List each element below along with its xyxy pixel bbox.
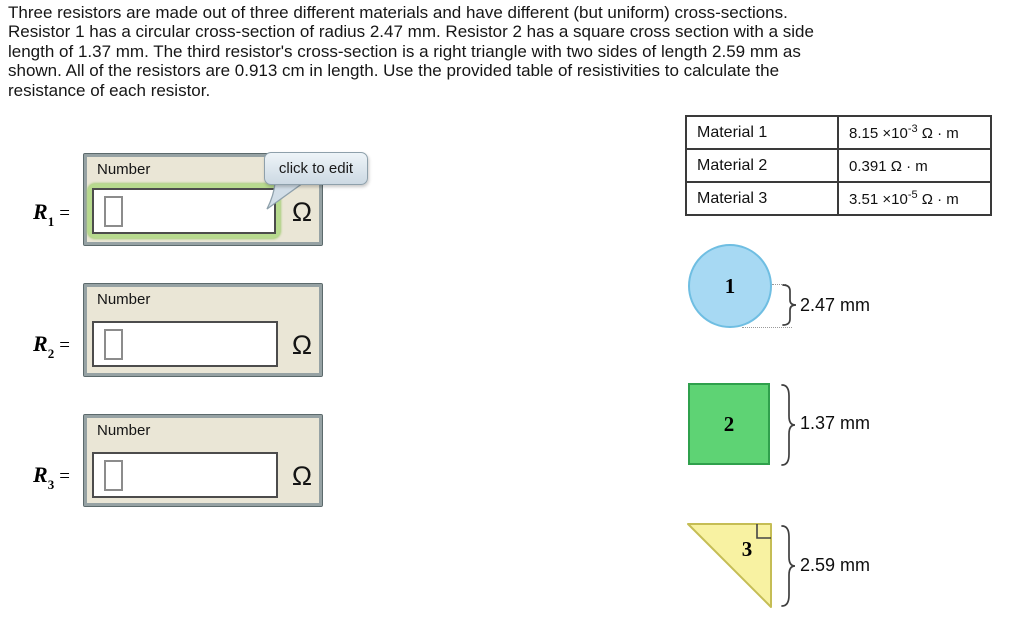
problem-statement: Three resistors are made out of three di… <box>8 3 1020 100</box>
resistivity-value: 0.391 <box>849 158 887 175</box>
resistivity-unit: Ω · m <box>917 191 959 208</box>
resistivity-cell: 8.15 ×10-3 Ω · m <box>837 115 992 150</box>
radius-brace <box>782 284 797 326</box>
resistivity-cell: 3.51 ×10-5 Ω · m <box>837 181 992 216</box>
r3-equals: = <box>59 466 70 487</box>
r1-input[interactable] <box>92 188 276 234</box>
resistivity-exponent: -5 <box>907 189 918 201</box>
triangle-cross-section <box>687 523 772 608</box>
triangle-label: 3 <box>741 537 753 561</box>
r1-unit-omega: Ω <box>291 196 313 227</box>
click-to-edit-tooltip: click to edit <box>264 152 368 185</box>
r2-subscript: 2 <box>47 346 55 362</box>
resistivity-value: 3.51 ×10 <box>849 191 908 208</box>
radius-leader-line <box>742 327 792 328</box>
square-label: 2 <box>723 411 735 436</box>
r3-input-cursor-box <box>104 459 123 491</box>
r2-field-label: Number <box>97 291 151 308</box>
r1-input-focus-ring <box>88 184 280 238</box>
r2-input[interactable] <box>92 321 278 367</box>
r2-equals: = <box>59 335 70 356</box>
r3-answer-panel: Number Ω <box>83 414 323 507</box>
r3-unit-omega: Ω <box>291 460 313 491</box>
r1-label: R1= <box>33 199 70 230</box>
r2-input-cursor-box <box>104 328 123 360</box>
triangle-side-value: 2.59 mm <box>800 555 871 575</box>
r1-input-cursor-box <box>104 195 123 227</box>
r2-label: R2= <box>33 331 70 362</box>
r1-symbol: R <box>33 199 48 224</box>
problem-line: length of 1.37 mm. The third resistor's … <box>8 41 801 61</box>
r1-field-label: Number <box>97 161 151 178</box>
r3-subscript: 3 <box>47 477 55 493</box>
problem-line: Resistor 1 has a circular cross-section … <box>8 22 814 42</box>
r3-symbol: R <box>33 462 48 487</box>
table-row: Material 1 8.15 ×10-3 Ω · m <box>685 115 992 150</box>
circle-label: 1 <box>724 273 736 298</box>
radius-leader-line <box>772 284 786 285</box>
problem-line: resistance of each resistor. <box>8 80 211 100</box>
resistivity-cell: 0.391 Ω · m <box>837 148 992 183</box>
r1-equals: = <box>59 203 70 224</box>
circle-cross-section: 1 <box>688 244 772 328</box>
r3-field-label: Number <box>97 422 151 439</box>
problem-line: Three resistors are made out of three di… <box>8 3 788 22</box>
circle-radius-value: 2.47 mm <box>800 295 871 315</box>
material-cell: Material 2 <box>685 148 839 183</box>
side-brace <box>781 384 796 466</box>
right-angle-marker <box>756 524 771 539</box>
r2-answer-panel: Number Ω <box>83 283 323 377</box>
resistivity-unit: Ω · m <box>917 125 959 142</box>
square-cross-section: 2 <box>688 383 770 465</box>
r2-symbol: R <box>33 331 48 356</box>
side-brace <box>781 525 796 607</box>
r2-unit-omega: Ω <box>291 329 313 360</box>
resistivity-unit: Ω · m <box>886 158 928 175</box>
resistivity-table: Material 1 8.15 ×10-3 Ω · m Material 2 0… <box>685 115 992 216</box>
table-row: Material 2 0.391 Ω · m <box>685 148 992 183</box>
r3-input[interactable] <box>92 452 278 498</box>
resistivity-value: 8.15 ×10 <box>849 125 908 142</box>
r3-label: R3= <box>33 462 70 493</box>
problem-line: shown. All of the resistors are 0.913 cm… <box>8 61 780 81</box>
material-cell: Material 3 <box>685 181 839 216</box>
tooltip-tail <box>266 182 306 210</box>
r1-subscript: 1 <box>47 214 55 230</box>
table-row: Material 3 3.51 ×10-5 Ω · m <box>685 181 992 216</box>
material-cell: Material 1 <box>685 115 839 150</box>
square-side-value: 1.37 mm <box>800 413 871 433</box>
resistivity-exponent: -3 <box>907 123 918 135</box>
